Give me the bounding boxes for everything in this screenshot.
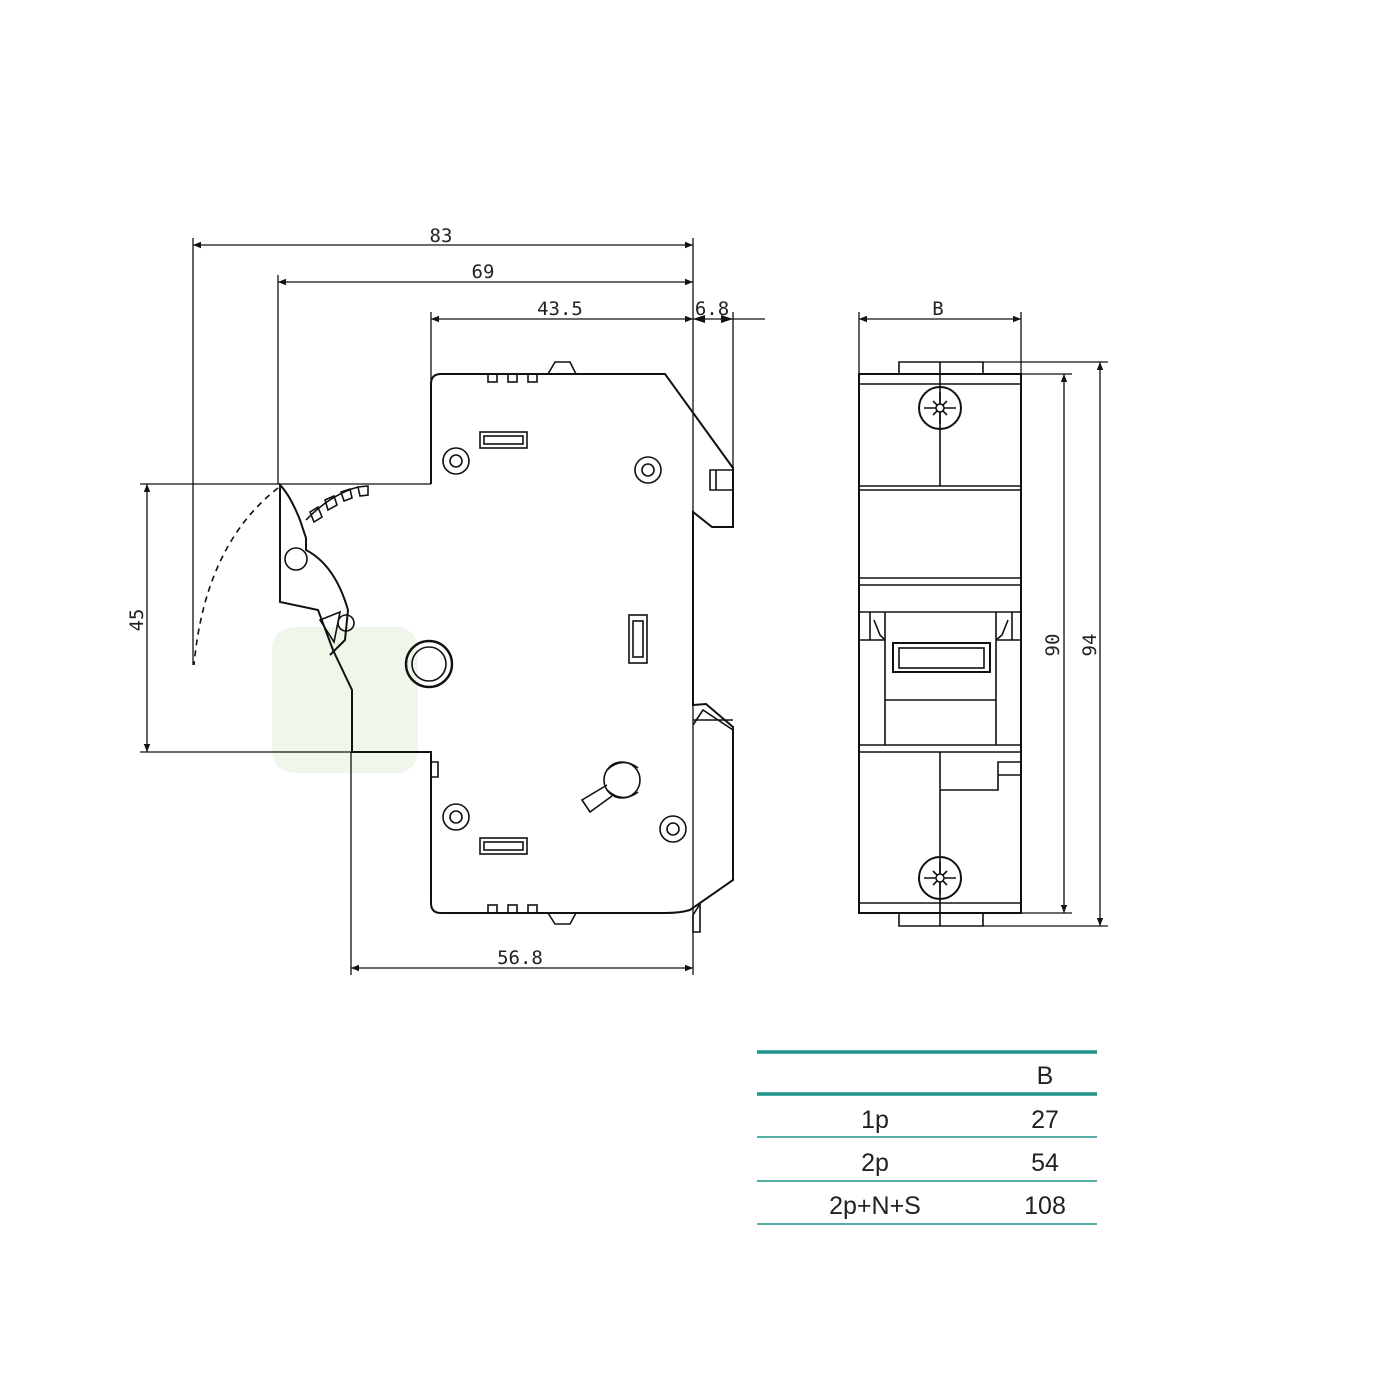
dimension-43-5: 43.5 [430,298,693,484]
table-row: 2p 54 [861,1149,1059,1177]
table-cell-B: 27 [1031,1106,1059,1134]
dimension-B: B [858,298,1022,374]
watermark-logo [272,627,418,773]
toggle-window [892,642,991,673]
dimension-56-8: 56.8 [350,752,693,975]
vent-slots-top [487,373,538,383]
table-row: 2p+N+S 108 [829,1192,1066,1220]
dim-label-45: 45 [126,609,148,632]
vent-slots-bottom [487,904,538,914]
pivot-hole [284,547,308,571]
indicator-windows [479,431,648,855]
dim-label-90: 90 [1042,634,1064,657]
watermark [272,627,418,773]
table-cell-poles: 2p [861,1149,889,1177]
dim-label-56-8: 56.8 [497,947,543,969]
table-cell-poles: 2p+N+S [829,1192,921,1220]
dimension-94: 94 [983,361,1108,927]
rotary-latch [580,761,641,814]
dimension-6-8: 6.8 [693,298,765,470]
width-table: B 1p 27 2p 54 2p+N+S 108 [757,1050,1097,1225]
table-cell-poles: 1p [861,1106,889,1134]
front-view: B 90 94 [858,298,1108,927]
table-row: 1p 27 [861,1106,1059,1134]
dim-label-83: 83 [430,225,453,247]
terminal-screw-bottom [918,856,962,900]
dimension-69: 69 [277,261,693,484]
side-view: 83 69 43.5 6.8 45 56.8 [126,225,765,975]
dim-label-43-5: 43.5 [537,298,583,320]
terminal-screw-top [918,386,962,430]
handle-swing-arc [193,487,279,666]
breaker-body-outline [279,373,734,914]
rivets [404,447,687,843]
dimension-83: 83 [192,225,693,665]
table-cell-B: 54 [1031,1149,1059,1177]
dim-label-94: 94 [1079,634,1101,657]
table-cell-B: 108 [1024,1192,1066,1220]
dimension-90: 90 [1021,373,1072,914]
dim-label-B: B [932,298,943,320]
dim-label-69: 69 [472,261,495,283]
dim-label-6-8: 6.8 [695,298,729,320]
table-header-B: B [1037,1062,1054,1090]
